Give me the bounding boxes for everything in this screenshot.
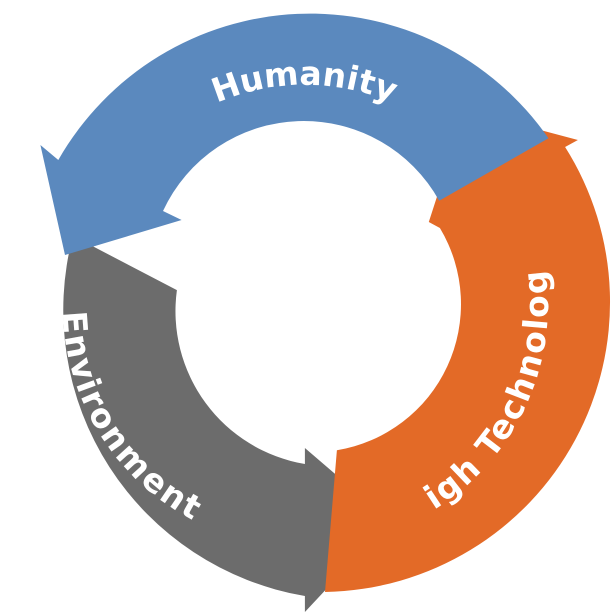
humanity-arrow: [40, 13, 549, 256]
high-technology-arrow: [325, 110, 611, 592]
environment-arrow: [63, 235, 390, 612]
